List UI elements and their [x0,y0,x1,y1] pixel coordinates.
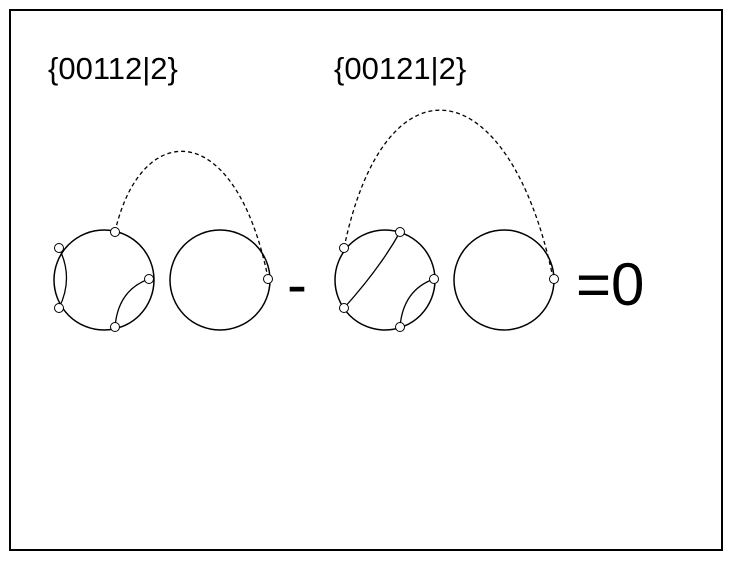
marked-point [54,303,64,313]
left-term-chord-b [114,278,150,328]
left-term-circle-1 [53,229,155,331]
marked-point [144,274,154,284]
left-dashed-link [114,150,269,279]
marked-point [339,243,349,253]
marked-point [110,227,120,237]
marked-point [429,274,439,284]
left-term-label: {00112|2} [48,51,178,86]
right-term [334,109,559,332]
marked-point [263,274,273,284]
right-term-circle-2 [453,229,555,331]
right-term-circle-1 [334,229,436,331]
outer-border [9,9,723,551]
marked-point [339,303,349,313]
equals-zero: =0 [576,251,644,318]
left-term-circle-2 [169,229,271,331]
right-dashed-link [343,109,554,279]
right-term-chord-a [343,231,401,309]
marked-point [54,243,64,253]
marked-point [395,227,405,237]
left-term-chord-a [58,247,68,309]
marked-point [549,274,559,284]
marked-point [395,322,405,332]
right-term-chord-b [399,278,435,328]
minus-sign: - [287,251,307,318]
right-term-label: {00121|2} [334,51,466,86]
marked-point [110,322,120,332]
left-term [53,150,273,332]
